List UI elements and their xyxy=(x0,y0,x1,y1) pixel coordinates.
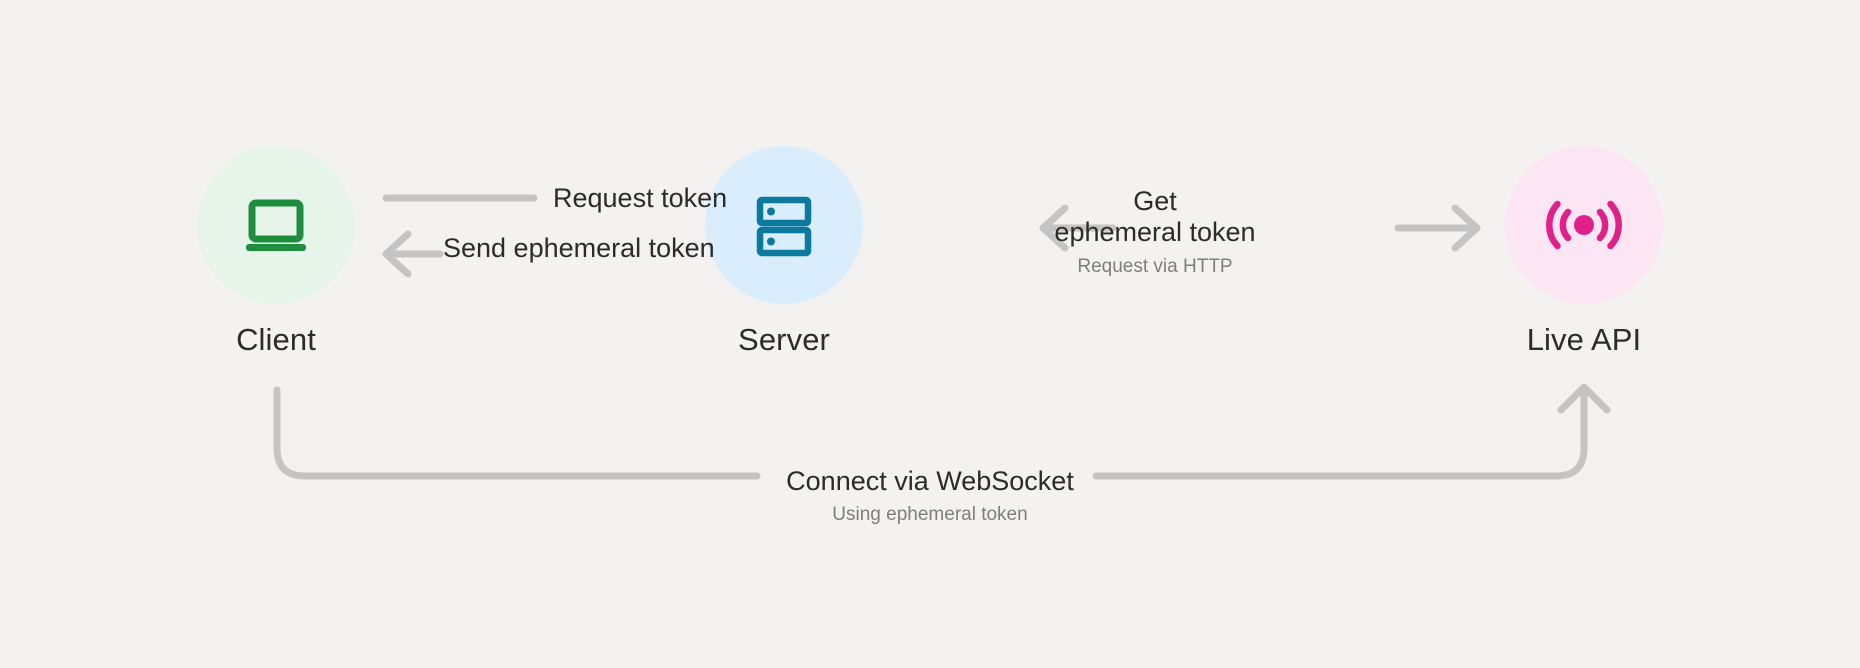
edge-sublabel-request-via-http: Request via HTTP xyxy=(1077,255,1233,277)
laptop-icon xyxy=(246,199,306,251)
edge-label-request-token: Request token xyxy=(553,183,727,214)
edge-label-get-ephemeral-token: Get ephemeral token Request via HTTP xyxy=(1025,186,1285,278)
node-live-api-label: Live API xyxy=(1526,322,1642,357)
websocket-path-right xyxy=(1092,384,1588,480)
get-token-right-arrowhead xyxy=(1451,204,1481,252)
websocket-arrowhead xyxy=(1557,383,1611,414)
node-client-label: Client xyxy=(236,322,316,357)
node-live-api[interactable]: Live API xyxy=(1484,146,1684,355)
websocket-path-left xyxy=(273,386,761,480)
edge-label-request-token-text: Request token xyxy=(553,183,728,213)
edge-label-send-ephemeral-token-text: Send ephemeral token xyxy=(443,233,715,263)
edge-label-connect-websocket: Connect via WebSocket Using ephemeral to… xyxy=(786,466,1074,526)
server-icon-circle xyxy=(705,146,863,304)
edge-sublabel-using-ephemeral-token: Using ephemeral token xyxy=(832,504,1028,526)
edge-label-connect-websocket-text: Connect via WebSocket xyxy=(786,466,1074,496)
server-rack-icon xyxy=(756,196,812,257)
edge-label-get-ephemeral-token-line2: ephemeral token xyxy=(1054,217,1256,248)
node-client[interactable]: Client xyxy=(176,146,376,355)
live-api-icon-circle xyxy=(1505,146,1663,304)
edge-label-get-ephemeral-token-line1: Get xyxy=(1133,186,1177,216)
edge-label-send-ephemeral-token: Send ephemeral token xyxy=(443,233,715,264)
client-icon-circle xyxy=(197,146,355,304)
broadcast-signal-icon xyxy=(1546,200,1622,250)
node-server[interactable]: Server xyxy=(684,146,884,355)
node-server-label: Server xyxy=(738,322,830,357)
send-token-arrowhead xyxy=(382,230,412,278)
